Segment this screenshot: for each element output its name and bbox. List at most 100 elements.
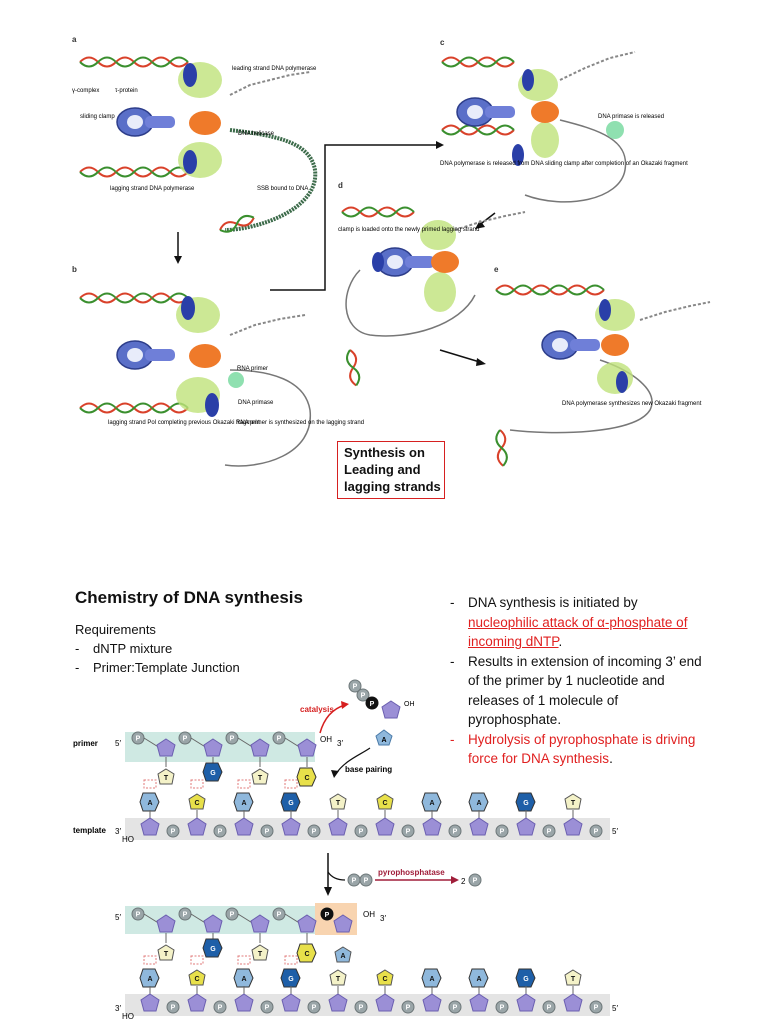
base	[468, 968, 489, 988]
base	[515, 792, 536, 812]
phosphate-letter: P	[171, 829, 176, 836]
phosphate-letter: P	[277, 912, 282, 919]
hydrogen-bonds	[143, 779, 157, 789]
base-letter: G	[288, 976, 294, 983]
product-template-3-label: 3′	[115, 1004, 121, 1013]
incoming-oh-label: OH	[404, 701, 415, 708]
sugar	[563, 817, 583, 836]
phosphate	[213, 824, 227, 838]
base	[280, 792, 301, 812]
sugar	[250, 914, 270, 933]
sugar	[422, 993, 442, 1012]
phosphate-letter: P	[277, 736, 282, 743]
base-letter: A	[241, 800, 246, 807]
phosphate-letter: P	[183, 912, 188, 919]
base-letter: A	[147, 800, 152, 807]
phosphate	[495, 824, 509, 838]
point-extension: Results in extension of incoming 3’ end …	[450, 652, 710, 730]
ssb-label: SSB bound to DNA	[257, 186, 308, 192]
phosphate	[589, 824, 603, 838]
sugar	[333, 914, 353, 933]
lag-complete-label: lagging strand Pol completing previous O…	[108, 420, 260, 426]
panel-e-label: e	[494, 265, 499, 274]
phosphate-letter: P	[547, 1005, 552, 1012]
phosphate	[448, 1000, 462, 1014]
phosphate-letter: P	[136, 912, 141, 919]
base	[468, 792, 489, 812]
base	[157, 768, 175, 785]
base	[202, 938, 223, 958]
mechanism-points: DNA synthesis is initiated by nucleophil…	[450, 593, 710, 769]
ppi-phosphate-2	[359, 873, 373, 887]
sugar	[156, 738, 176, 757]
phosphate	[213, 1000, 227, 1014]
pyrophosphatase-label: pyrophosphatase	[378, 868, 445, 877]
panel-a-label: a	[72, 35, 77, 44]
requirements-label: Requirements	[75, 622, 156, 637]
base	[280, 968, 301, 988]
panel-d-label: d	[338, 181, 343, 190]
phosphate-letter: P	[594, 829, 599, 836]
product-3-label: 3′	[380, 914, 386, 923]
phosphate-letter: P	[594, 1005, 599, 1012]
hydrogen-bonds	[143, 955, 157, 965]
template-label: template	[73, 826, 106, 835]
sugar	[203, 738, 223, 757]
replication-figure: a b c d e leading strand DNA polymerase …	[72, 35, 711, 468]
sugar	[297, 738, 317, 757]
new-okazaki-label: DNA polymerase synthesizes new Okazaki f…	[562, 401, 702, 407]
panel-d	[341, 206, 526, 388]
base-letter: G	[288, 800, 294, 807]
product-5-label: 5′	[115, 913, 121, 922]
point-initiation-text: DNA synthesis is initiated by	[468, 595, 638, 610]
two-p-coefficient: 2	[461, 877, 466, 886]
hydrogen-bonds	[190, 955, 204, 965]
base-letter: C	[304, 951, 309, 958]
pol-released-label: DNA polymerase is released from DNA slid…	[440, 161, 688, 167]
base	[157, 944, 175, 961]
product-template-ho-label: HO	[122, 1012, 134, 1021]
rna-primer-label: RNA primer	[237, 366, 268, 372]
base-letter: A	[429, 800, 434, 807]
phosphate	[542, 824, 556, 838]
hydrogen-bonds	[190, 779, 204, 789]
base	[564, 793, 582, 810]
clamp-loaded-label: clamp is loaded onto the newly primed la…	[338, 227, 479, 233]
phosphate-letter: P	[500, 1005, 505, 1012]
phosphate	[260, 1000, 274, 1014]
base	[251, 944, 269, 961]
base-letter: G	[523, 976, 529, 983]
base	[139, 792, 160, 812]
base-pairing-label: base pairing	[345, 765, 392, 774]
leading-pol-label: leading strand DNA polymerase	[232, 66, 317, 72]
ppi-phosphate-1	[347, 873, 361, 887]
gamma-label: γ-complex	[72, 88, 99, 94]
helicase-label: DNA helicase	[238, 131, 275, 137]
sugar	[563, 993, 583, 1012]
product-oh-label: OH	[363, 910, 375, 919]
sugar	[469, 993, 489, 1012]
sugar	[234, 817, 254, 836]
base-letter: A	[241, 976, 246, 983]
phosphate-letter: P	[312, 829, 317, 836]
requirement-item: dNTP mixture	[75, 639, 240, 658]
sugar	[422, 817, 442, 836]
base-letter: T	[164, 775, 169, 782]
new-phosphodiester-phosphate	[320, 907, 334, 921]
primer-3-label: 3′	[337, 739, 343, 748]
phosphate-letter: P	[183, 736, 188, 743]
base	[421, 792, 442, 812]
sugar	[187, 817, 207, 836]
panel-b	[79, 292, 311, 467]
phosphate-letter: P	[171, 1005, 176, 1012]
point-hydrolysis-text: Hydrolysis of pyrophosphate is driving f…	[468, 731, 696, 767]
phosphate	[589, 1000, 603, 1014]
point-hydrolysis-end: .	[609, 751, 613, 766]
panel-a	[79, 56, 318, 236]
phosphate-letter: P	[230, 736, 235, 743]
base-letter: G	[210, 946, 216, 953]
sugar	[375, 817, 395, 836]
sugar	[516, 817, 536, 836]
base	[139, 968, 160, 988]
phosphate	[495, 1000, 509, 1014]
